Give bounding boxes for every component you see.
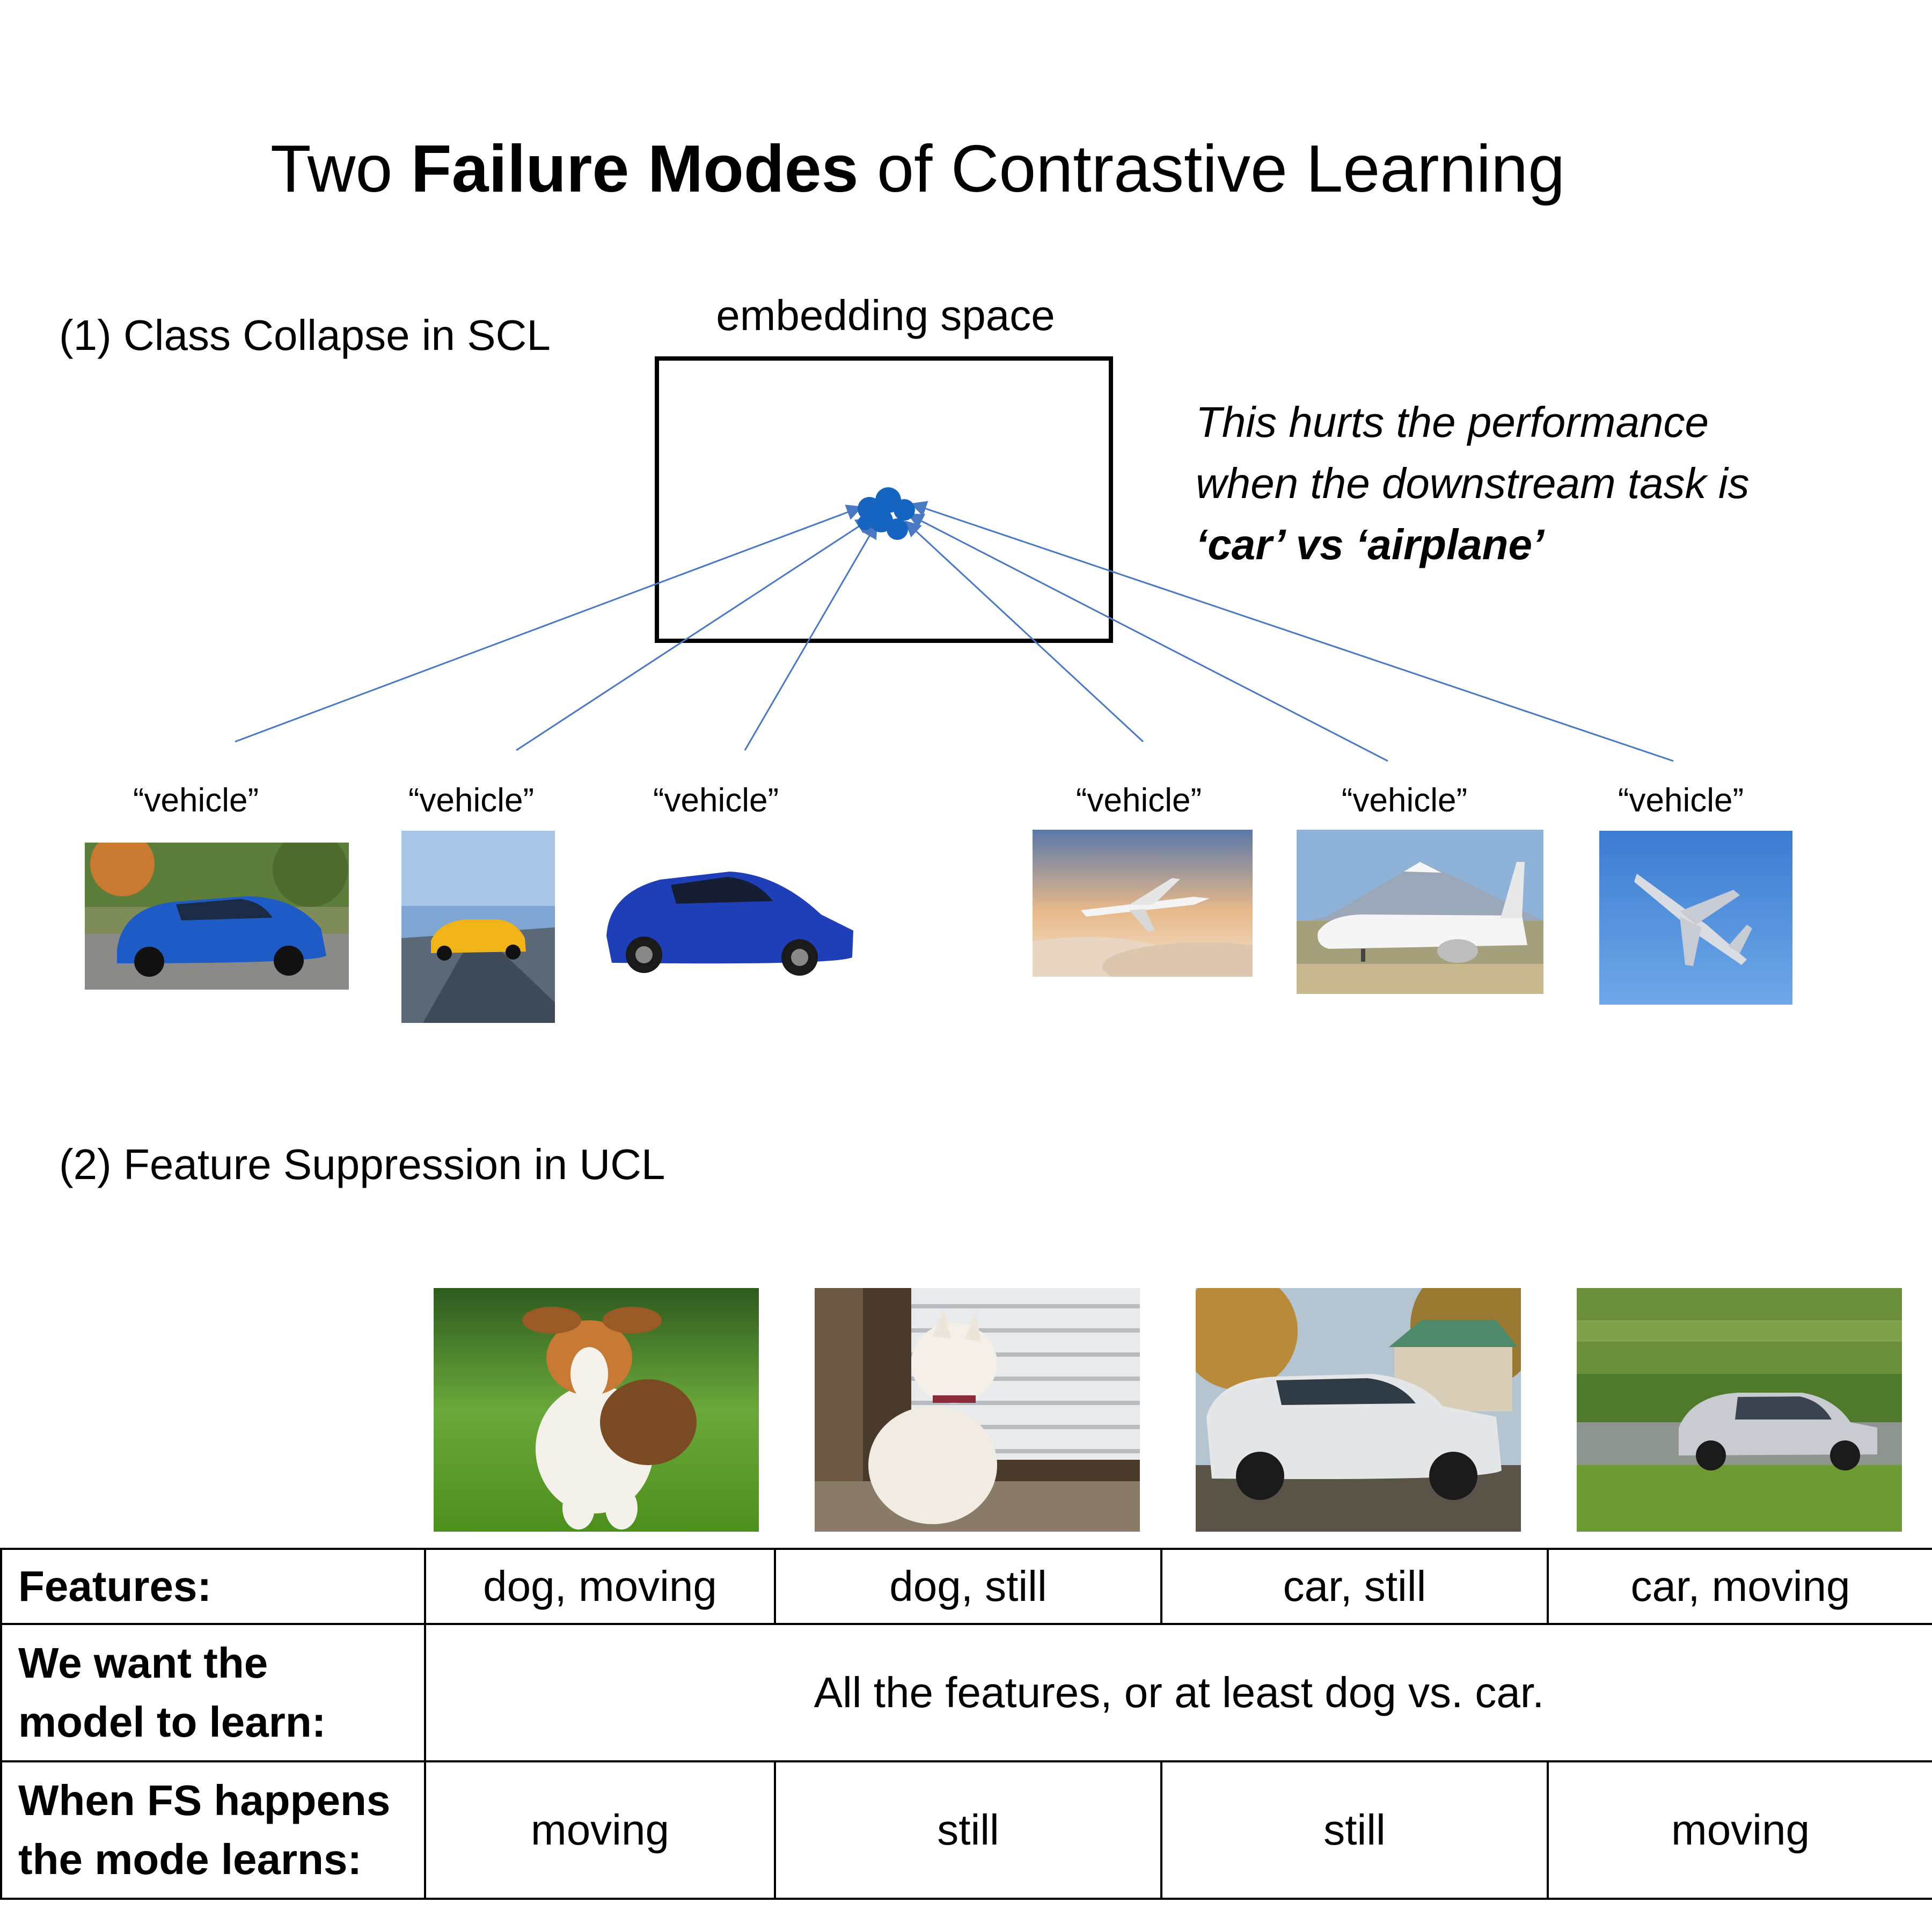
airplane-clouds-photo bbox=[1033, 830, 1253, 977]
fs-cell-4: moving bbox=[1547, 1760, 1932, 1900]
arrow-4 bbox=[904, 520, 1144, 743]
yellow-car-photo bbox=[401, 831, 555, 1023]
section1-heading: (1) Class Collapse in SCL bbox=[59, 311, 551, 359]
arrow-5 bbox=[907, 514, 1388, 762]
embedding-space-box bbox=[655, 356, 1113, 643]
table-row: Features: dog, moving dog, still car, st… bbox=[0, 1548, 1932, 1625]
blue-car-photo bbox=[85, 843, 349, 990]
fs-cell-2: still bbox=[774, 1760, 1162, 1900]
fs-header: When FS happens the mode learns: bbox=[0, 1760, 426, 1900]
collapse-note: This hurts the performance when the down… bbox=[1196, 392, 1750, 575]
table-row: When FS happens the mode learns: moving s… bbox=[0, 1760, 1932, 1900]
features-cell-2: dog, still bbox=[774, 1548, 1162, 1625]
want-header-line1: We want the bbox=[18, 1639, 268, 1687]
airplane-ground-photo bbox=[1297, 830, 1543, 994]
table-row: We want the model to learn: All the featu… bbox=[0, 1623, 1932, 1762]
arrow-2 bbox=[516, 517, 873, 751]
running-beagle-photo bbox=[434, 1288, 759, 1532]
arrow-1 bbox=[235, 504, 863, 743]
features-cell-4: car, moving bbox=[1547, 1548, 1932, 1625]
want-cell: All the features, or at least dog vs. ca… bbox=[424, 1623, 1932, 1762]
fs-cell-1: moving bbox=[424, 1760, 776, 1900]
title-bold: Failure Modes bbox=[411, 132, 859, 206]
features-cell-1: dog, moving bbox=[424, 1548, 776, 1625]
sitting-westie-photo bbox=[815, 1288, 1140, 1532]
embedding-cluster bbox=[858, 487, 915, 540]
moving-car-photo bbox=[1577, 1288, 1902, 1532]
note-line3: ‘car’ vs ‘airplane’ bbox=[1196, 521, 1545, 568]
note-line1: This hurts the performance bbox=[1196, 398, 1709, 446]
vehicle-label-4: “vehicle” bbox=[1075, 782, 1202, 819]
vehicle-label-6: “vehicle” bbox=[1618, 782, 1744, 819]
title-part1: Two bbox=[270, 132, 411, 206]
features-cell-3: car, still bbox=[1160, 1548, 1549, 1625]
feature-table: Features: dog, moving dog, still car, st… bbox=[0, 1548, 1932, 1900]
title-part2: of Contrastive Learning bbox=[858, 132, 1565, 206]
vehicle-label-3: “vehicle” bbox=[653, 782, 779, 819]
features-header: Features: bbox=[0, 1548, 426, 1625]
kia-car-photo bbox=[596, 855, 861, 979]
airplane-sky-photo bbox=[1599, 831, 1792, 1005]
vehicle-label-5: “vehicle” bbox=[1341, 782, 1468, 819]
parked-suv-photo bbox=[1196, 1288, 1521, 1532]
note-line2: when the downstream task is bbox=[1196, 459, 1750, 507]
page-title: Two Failure Modes of Contrastive Learnin… bbox=[0, 129, 1835, 209]
fs-header-line1: When FS happens bbox=[18, 1776, 391, 1824]
want-header-line2: model to learn: bbox=[18, 1698, 326, 1746]
section2-heading: (2) Feature Suppression in UCL bbox=[59, 1140, 665, 1188]
fs-cell-3: still bbox=[1160, 1760, 1549, 1900]
want-header: We want the model to learn: bbox=[0, 1623, 426, 1762]
arrow-3 bbox=[744, 522, 878, 751]
fs-header-line2: the mode learns: bbox=[18, 1835, 362, 1883]
vehicle-label-1: “vehicle” bbox=[133, 782, 259, 819]
embedding-space-label: embedding space bbox=[716, 291, 1055, 339]
vehicle-label-2: “vehicle” bbox=[408, 782, 535, 819]
arrow-6 bbox=[910, 501, 1674, 762]
